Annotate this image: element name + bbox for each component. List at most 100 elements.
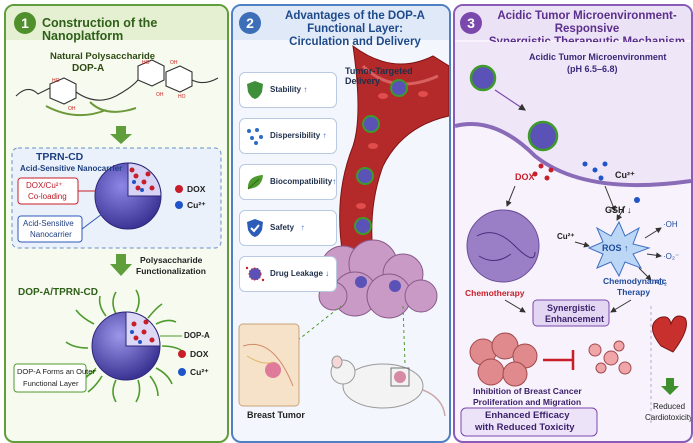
advantage-drug-leakage: Drug Leakage ↓ bbox=[239, 256, 337, 292]
check-shield-icon bbox=[247, 219, 263, 237]
tme-line1: Acidic Tumor Microenvironment bbox=[529, 52, 667, 62]
ros-label: ROS ↑ bbox=[602, 243, 629, 253]
panel3-number: 3 bbox=[460, 12, 482, 34]
nucleus-icon bbox=[466, 209, 540, 283]
cardio-line1: Reduced bbox=[653, 402, 686, 411]
cu2-label: Cu²⁺ bbox=[557, 232, 575, 241]
advantage-label: Safety bbox=[270, 223, 295, 232]
final-name: DOP-A/TPRN-CD bbox=[18, 287, 98, 298]
leaf-icon bbox=[247, 175, 263, 190]
eff-line1: Enhanced Efficacy bbox=[485, 410, 570, 421]
advantage-stability: Stability ↑ bbox=[239, 72, 337, 108]
panel3-artwork bbox=[455, 42, 691, 437]
oh-label: ·OH bbox=[663, 220, 678, 229]
svg-text:HO: HO bbox=[52, 78, 60, 84]
tme-line2: (pH 6.5–6.8) bbox=[567, 64, 618, 74]
panel2-title-line2: Circulation and Delivery bbox=[289, 36, 421, 48]
func-line2: Functionalization bbox=[136, 266, 206, 276]
panel3-title-line1: Acidic Tumor Microenvironment-Responsive bbox=[497, 10, 677, 35]
cell-membrane-icon bbox=[455, 42, 691, 186]
coloading-line2: Co-loading bbox=[28, 192, 67, 201]
polysaccharide-label: Natural Polysaccharide bbox=[50, 51, 156, 62]
gsh-label: GSH ↓ bbox=[605, 205, 632, 215]
tumor-label: Breast Tumor bbox=[247, 410, 305, 420]
down-arrow-icon bbox=[110, 254, 132, 276]
panel2-title-line1: Advantages of the DOP-A Functional Layer… bbox=[285, 10, 425, 35]
dispersed-cells-icon bbox=[588, 340, 632, 375]
panel3-header: 3 Acidic Tumor Microenvironment-Responsi… bbox=[455, 6, 691, 48]
heart-icon bbox=[652, 315, 687, 353]
polysaccharide-name: DOP-A bbox=[72, 63, 105, 74]
acid-box-line1: Acid-Sensitive bbox=[23, 219, 74, 228]
panel2-header: 2 Advantages of the DOP-A Functional Lay… bbox=[233, 6, 449, 48]
nanocarrier-name: TPRN-CD bbox=[36, 151, 84, 163]
svg-text:OH: OH bbox=[68, 106, 76, 112]
breast-tumor-icon bbox=[238, 323, 300, 407]
func-line1: Polysaccharide bbox=[140, 255, 203, 265]
shield-icon bbox=[247, 81, 263, 99]
singlet-label: ¹O₂ bbox=[655, 278, 667, 287]
advantage-label: Stability bbox=[270, 85, 302, 94]
panel-mechanism: 3 Acidic Tumor Microenvironment-Responsi… bbox=[453, 4, 693, 443]
outer-layer-line2: Functional Layer bbox=[23, 379, 79, 388]
panel1-artwork: HO OH HO OH OH HO bbox=[11, 59, 222, 403]
ros-burst-icon bbox=[587, 220, 651, 278]
down-arrow-icon bbox=[110, 126, 132, 144]
cancer-cells-icon bbox=[469, 332, 538, 387]
cardio-line2: Cardiotoxicity bbox=[645, 413, 693, 422]
cu-label: Cu²⁺ bbox=[615, 170, 635, 180]
advantage-dispersibility: Dispersibility ↑ bbox=[239, 118, 337, 154]
inhib-line2: Proliferation and Migration bbox=[473, 397, 582, 407]
svg-text:HO: HO bbox=[142, 60, 150, 66]
cdt-line2: Therapy bbox=[617, 287, 651, 297]
advantage-label: Drug Leakage bbox=[270, 269, 323, 278]
advantage-biocompatibility: Biocompatibility↑ bbox=[239, 164, 337, 200]
blood-vessel-icon bbox=[339, 44, 449, 257]
leaking-particle-icon bbox=[245, 266, 265, 282]
advantage-label: Biocompatibility bbox=[270, 177, 333, 186]
outer-layer-line1: DOP-A Forms an Outer bbox=[17, 367, 95, 376]
o2-label: ·O₂⁻ bbox=[663, 252, 680, 261]
up-arrow-icon: ↑ bbox=[300, 223, 305, 232]
down-arrow-icon bbox=[661, 378, 679, 395]
mouse-icon bbox=[330, 355, 446, 417]
delivery-label: Tumor-Targeted Delivery bbox=[345, 66, 413, 86]
legend2-cu: Cu²⁺ bbox=[190, 367, 209, 377]
svg-text:OH: OH bbox=[170, 60, 178, 66]
panel1-header: 1 Construction of the Nanoplatform bbox=[6, 6, 227, 43]
syn-line1: Synergistic bbox=[547, 303, 596, 313]
advantage-safety: Safety ↑ bbox=[239, 210, 337, 246]
panel2-number: 2 bbox=[239, 12, 261, 34]
panel1-title: Construction of the Nanoplatform bbox=[42, 16, 158, 43]
panel1-number: 1 bbox=[14, 12, 36, 34]
down-arrow-icon: ↓ bbox=[325, 269, 330, 278]
dox-dot-icon bbox=[175, 185, 183, 193]
up-arrow-icon: ↑ bbox=[303, 85, 308, 94]
up-arrow-icon: ↑ bbox=[322, 131, 327, 140]
legend-cu: Cu²⁺ bbox=[187, 200, 206, 210]
eff-line2: with Reduced Toxicity bbox=[475, 422, 575, 433]
advantage-label: Dispersibility bbox=[270, 131, 321, 140]
chemo-label: Chemotherapy bbox=[465, 288, 525, 298]
coloading-line1: DOX/Cu²⁺ bbox=[26, 181, 63, 190]
dopa-tag: DOP-A bbox=[184, 331, 210, 340]
panel2-artwork bbox=[238, 44, 449, 417]
circulating-nanoparticle-icon bbox=[354, 79, 408, 235]
svg-text:HO: HO bbox=[178, 94, 186, 100]
acid-box-line2: Nanocarrier bbox=[30, 230, 72, 239]
cdt-line1: Chemodynamic bbox=[603, 276, 667, 286]
panel-advantages: 2 Advantages of the DOP-A Functional Lay… bbox=[231, 4, 451, 443]
dox-dot-icon bbox=[178, 350, 186, 358]
particles-icon bbox=[247, 128, 263, 145]
polysaccharide-chain-icon bbox=[15, 59, 219, 117]
svg-text:OH: OH bbox=[156, 92, 164, 98]
cu-dot-icon bbox=[178, 368, 186, 376]
panel2-title: Advantages of the DOP-A Functional Layer… bbox=[265, 10, 445, 49]
legend2-dox: DOX bbox=[190, 349, 209, 359]
syn-line2: Enhancement bbox=[545, 314, 605, 324]
nanocarrier-desc: Acid-Sensitive Nanocarrier bbox=[20, 164, 123, 173]
inhib-line1: Inhibition of Breast Cancer bbox=[473, 386, 582, 396]
legend-dox: DOX bbox=[187, 184, 206, 194]
panel-construction: 1 Construction of the Nanoplatform HO OH … bbox=[4, 4, 229, 443]
